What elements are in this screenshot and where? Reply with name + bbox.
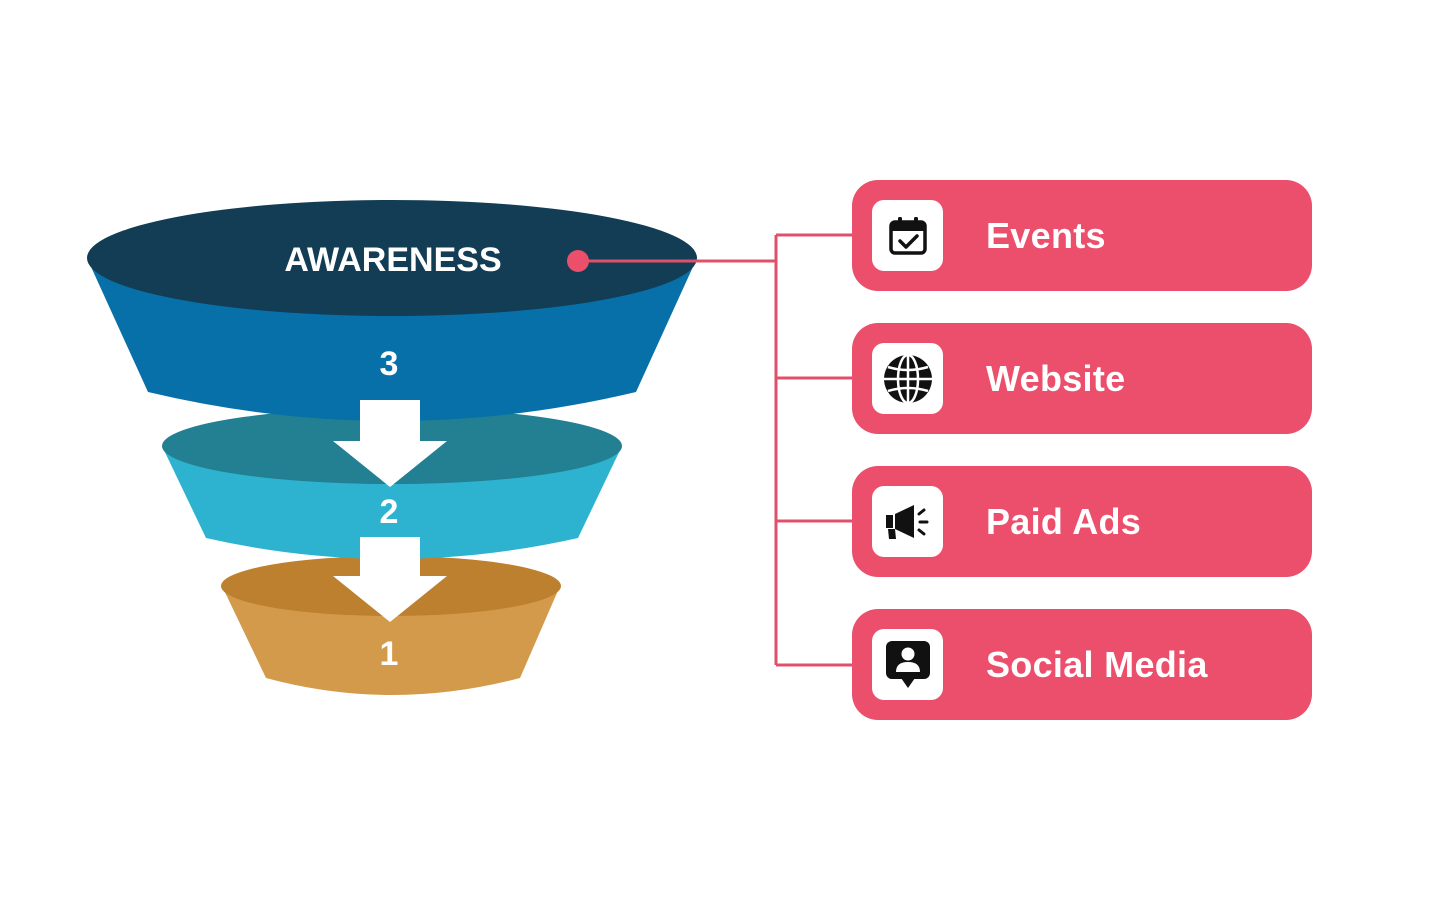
funnel-stage-1-number: 1 [380,635,399,673]
channel-card-events: Events [852,180,1312,291]
channel-icon-box [872,343,943,414]
channel-icon-box [872,486,943,557]
funnel-top-label: AWARENESS [284,241,501,279]
globe-icon [883,353,932,404]
channel-label-paid-ads: Paid Ads [986,501,1142,542]
funnel-stage-1-body [222,586,560,695]
megaphone-icon [885,504,928,539]
channel-card-paid-ads: Paid Ads [852,466,1312,577]
funnel-stage-3-number: 3 [380,345,399,383]
calendar-check-icon [888,216,927,255]
funnel-stage-3-top [87,200,697,316]
funnel-stage-3 [87,200,697,421]
connector-lines [578,233,852,667]
channel-label-events: Events [986,215,1106,256]
channel-card-website: Website [852,323,1312,434]
down-arrow-icon [333,537,447,622]
channel-label-website: Website [986,358,1126,399]
down-arrow-icon [333,400,447,487]
connector-dot [567,250,589,272]
user-chat-bubble-icon [885,640,930,688]
channel-card-social-media: Social Media [852,609,1312,720]
channel-label-social-media: Social Media [986,644,1208,685]
channel-icon-box [872,200,943,271]
channel-icon-box [872,629,943,700]
funnel-stage-2-number: 2 [380,493,399,531]
